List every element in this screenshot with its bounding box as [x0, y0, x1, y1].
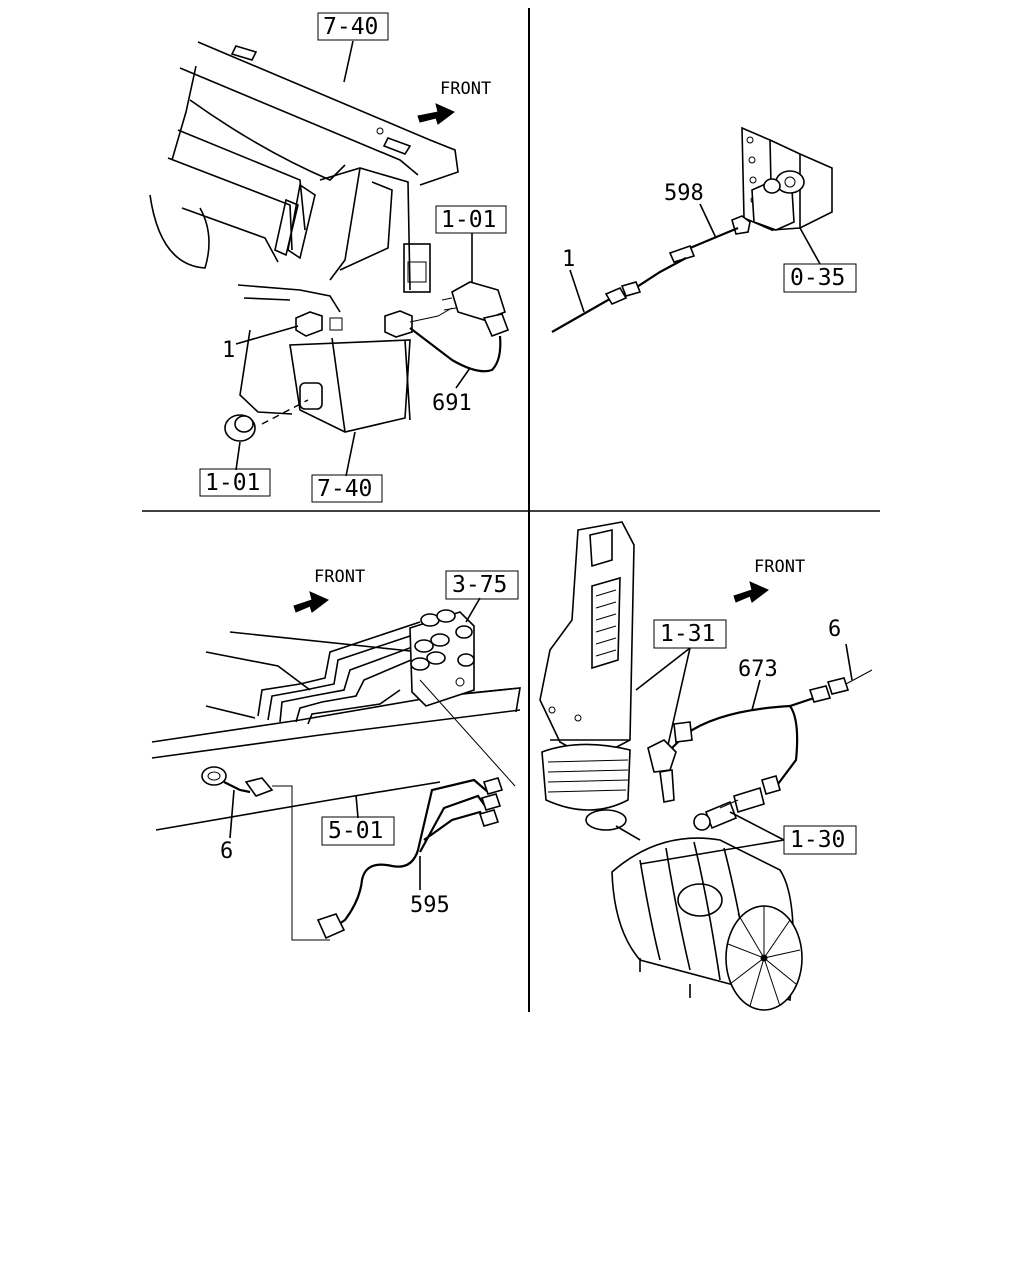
- front-label-top-left: FRONT: [440, 79, 491, 99]
- ref-7-40-bottom: 7-40: [317, 476, 372, 502]
- ref-1-31: 1-31: [660, 621, 715, 647]
- front-label-bottom-left: FRONT: [314, 567, 365, 587]
- ref-3-75: 3-75: [452, 572, 507, 598]
- front-label-bottom-right: FRONT: [754, 557, 805, 577]
- panel-bottom-right: FRONT 1-31 1-30 6 673: [539, 521, 873, 1011]
- panel-top-left: FRONT 7-40 1-01 1-01 7-40 1 691: [149, 12, 510, 503]
- panel-top-right: 0-35 598 1: [551, 126, 857, 333]
- part-label-673: 673: [738, 657, 778, 682]
- part-label-1: 1: [562, 247, 575, 272]
- part-label-595: 595: [410, 893, 450, 918]
- part-label-6: 6: [220, 839, 233, 864]
- part-label-6: 6: [828, 617, 841, 642]
- ref-1-01-switch: 1-01: [441, 207, 496, 233]
- ref-7-40-top: 7-40: [323, 14, 378, 40]
- part-label-598: 598: [664, 181, 704, 206]
- panel-bottom-left: FRONT 3-75 5-01 6 595: [151, 567, 521, 941]
- part-label-1: 1: [222, 338, 235, 363]
- ref-1-01-knob: 1-01: [205, 470, 260, 496]
- part-label-691: 691: [432, 391, 472, 416]
- ref-5-01: 5-01: [328, 818, 383, 844]
- ref-1-30: 1-30: [790, 827, 845, 853]
- ref-0-35: 0-35: [790, 265, 845, 291]
